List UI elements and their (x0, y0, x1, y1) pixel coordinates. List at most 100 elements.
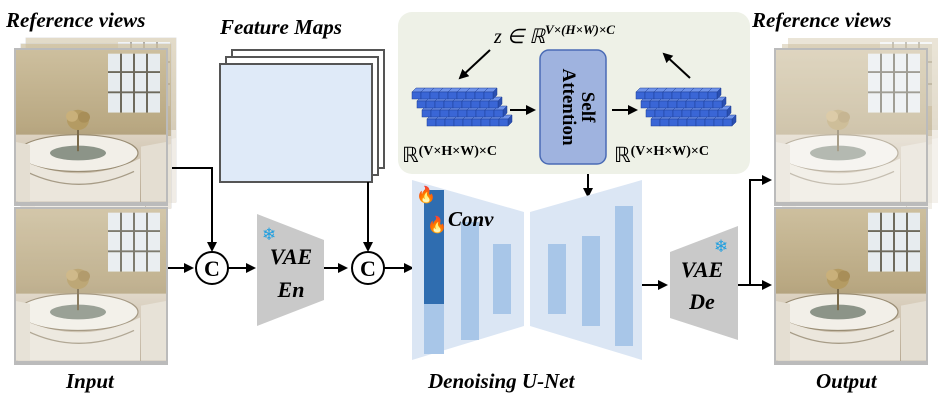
token-cube (694, 100, 705, 109)
output-image (774, 207, 928, 365)
token-cube (654, 109, 665, 118)
token-cube (438, 91, 449, 100)
token-cube (488, 100, 499, 109)
token-cube (667, 100, 678, 109)
token-cube (699, 109, 710, 118)
token-cube (722, 118, 733, 127)
svg-text:Self: Self (577, 92, 598, 123)
reference-views-right-label: Reference views (751, 8, 891, 32)
svg-text:VAE: VAE (270, 244, 312, 269)
decoder-to-reference-arrow (738, 175, 772, 286)
token-cube (471, 118, 482, 127)
vae-encoder: VAE En (257, 214, 324, 326)
token-cube (677, 118, 688, 127)
z-to-tokens-arrow (458, 49, 491, 80)
token-cube (475, 109, 486, 118)
svg-text:En: En (277, 277, 305, 302)
token-cube (416, 100, 427, 109)
token-cube (483, 91, 494, 100)
token-cube (453, 118, 464, 127)
token-cube (703, 100, 714, 109)
output-reference-views-stack (774, 37, 939, 210)
token-cube (452, 100, 463, 109)
token-cube (668, 118, 679, 127)
token-cube (461, 100, 472, 109)
token-cube (658, 100, 669, 109)
token-cube (421, 109, 432, 118)
token-cube (681, 109, 692, 118)
token-cube (704, 118, 715, 127)
token-cube (653, 91, 664, 100)
token-cube (712, 100, 723, 109)
tokens-to-z-arrow (662, 52, 691, 79)
svg-text:C: C (204, 256, 220, 281)
token-cube (466, 109, 477, 118)
token-grid-right (635, 87, 737, 127)
reference-views-stack (14, 37, 177, 210)
token-cube (444, 118, 455, 127)
concat-node-1: C (195, 251, 229, 285)
svg-text:C: C (360, 256, 376, 281)
token-cube (640, 100, 651, 109)
r-formula-left: ℝ(V×H×W)×C (402, 143, 497, 167)
token-cube (426, 118, 437, 127)
self-attention-block: Self Attention (539, 49, 607, 165)
token-cube (448, 109, 459, 118)
svg-text:De: De (688, 289, 715, 314)
token-cube (690, 109, 701, 118)
vae-decoder: VAE De (670, 226, 738, 340)
z-formula: z ∈ ℝV×(H×W)×C (493, 22, 615, 48)
token-cube (447, 91, 458, 100)
input-image (14, 207, 168, 365)
output-label: Output (816, 369, 878, 393)
token-cube (680, 91, 691, 100)
token-cube (439, 109, 450, 118)
snowflake-icon: ❄ (714, 237, 728, 257)
token-cube (686, 118, 697, 127)
token-cube (649, 100, 660, 109)
token-cube (698, 91, 709, 100)
token-cube (695, 118, 706, 127)
ref-to-concat-arrow (172, 167, 217, 252)
token-cube (498, 118, 509, 127)
token-cube (443, 100, 454, 109)
token-cube (474, 91, 485, 100)
token-cube (470, 100, 481, 109)
token-cube (650, 118, 661, 127)
conv-layer-bar (424, 190, 444, 304)
token-cube (645, 109, 656, 118)
token-cube (411, 91, 422, 100)
token-cube (663, 109, 674, 118)
token-cube (435, 118, 446, 127)
token-cube (671, 91, 682, 100)
token-cube (672, 109, 683, 118)
token-cube (493, 109, 504, 118)
denoising-unet-label: Denoising U-Net (427, 369, 576, 393)
token-cube (429, 91, 440, 100)
token-cube (708, 109, 719, 118)
token-cube (430, 109, 441, 118)
token-cube (489, 118, 500, 127)
token-cube (456, 91, 467, 100)
token-cube (689, 91, 700, 100)
token-cube (676, 100, 687, 109)
token-cube (462, 118, 473, 127)
input-label: Input (65, 369, 115, 393)
attention-panel: z ∈ ℝV×(H×W)×C Self Attention ℝ(V×H×W)×C… (398, 12, 750, 174)
token-cube (717, 109, 728, 118)
token-cube (662, 91, 673, 100)
feature-maps-label: Feature Maps (219, 15, 342, 39)
token-cube (465, 91, 476, 100)
token-cube (457, 109, 468, 118)
token-cube (635, 91, 646, 100)
flame-icon: 🔥 (427, 215, 447, 234)
feature-maps-stack (219, 49, 385, 183)
token-cube (480, 118, 491, 127)
token-grid-left (411, 87, 513, 127)
reference-views-left-label: Reference views (5, 8, 145, 32)
token-cube (685, 100, 696, 109)
r-formula-right: ℝ(V×H×W)×C (614, 143, 709, 167)
svg-text:VAE: VAE (681, 257, 723, 282)
token-cube (707, 91, 718, 100)
